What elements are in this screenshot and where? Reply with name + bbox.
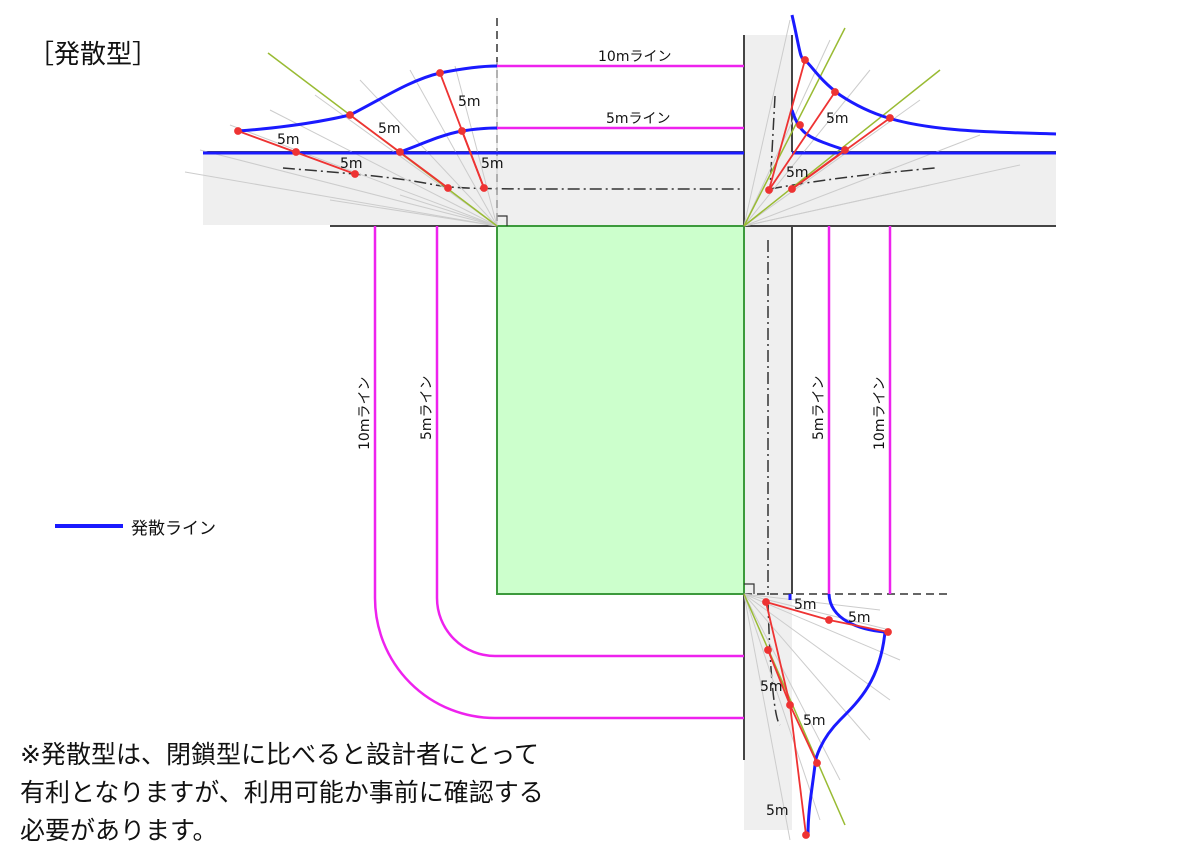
label-10m-right: 10mライン	[872, 377, 888, 450]
label-5m-top: 5mライン	[606, 111, 671, 127]
line-labels: 10mライン 5mライン 10mライン 5mライン 5mライン 10mライン	[357, 49, 888, 450]
label-5m-left: 5mライン	[419, 375, 435, 440]
label-10m-top: 10mライン	[598, 49, 671, 65]
dist-label: 5m	[277, 132, 300, 148]
note-line-1: ※発散型は、閉鎖型に比べると設計者にとって	[20, 740, 539, 769]
right-angle-markers	[497, 215, 755, 594]
legend-swatch	[55, 524, 123, 528]
dist-label: 5m	[848, 610, 871, 626]
dist-label: 5m	[794, 597, 817, 613]
dist-label: 5m	[378, 121, 401, 137]
note-text: ※発散型は、閉鎖型に比べると設計者にとって 有利となりますが、利用可能か事前に確…	[20, 736, 660, 850]
label-5m-right: 5mライン	[811, 375, 827, 440]
dist-label: 5m	[760, 679, 783, 695]
dist-label: 5m	[766, 803, 789, 819]
dist-label: 5m	[340, 156, 363, 172]
page-title: ［発散型］	[28, 40, 159, 70]
dist-label: 5m	[786, 165, 809, 181]
site-lot	[496, 225, 745, 595]
dist-label: 5m	[481, 156, 504, 172]
distance-labels: 5m 5m 5m 5m 5m 5m 5m 5m 5m 5m 5m 5m	[277, 94, 871, 819]
label-10m-left: 10mライン	[357, 377, 373, 450]
legend-label: 発散ライン	[131, 518, 216, 539]
offset-lines	[373, 64, 892, 720]
dist-label: 5m	[458, 94, 481, 110]
dist-label: 5m	[826, 111, 849, 127]
note-line-2: 有利となりますが、利用可能か事前に確認する	[20, 778, 544, 807]
distance-marks	[234, 56, 894, 839]
note-line-3: 必要があります。	[20, 816, 218, 845]
sight-fan-lines	[184, 19, 1021, 841]
dist-label: 5m	[803, 713, 826, 729]
legend: 発散ライン	[55, 514, 216, 539]
